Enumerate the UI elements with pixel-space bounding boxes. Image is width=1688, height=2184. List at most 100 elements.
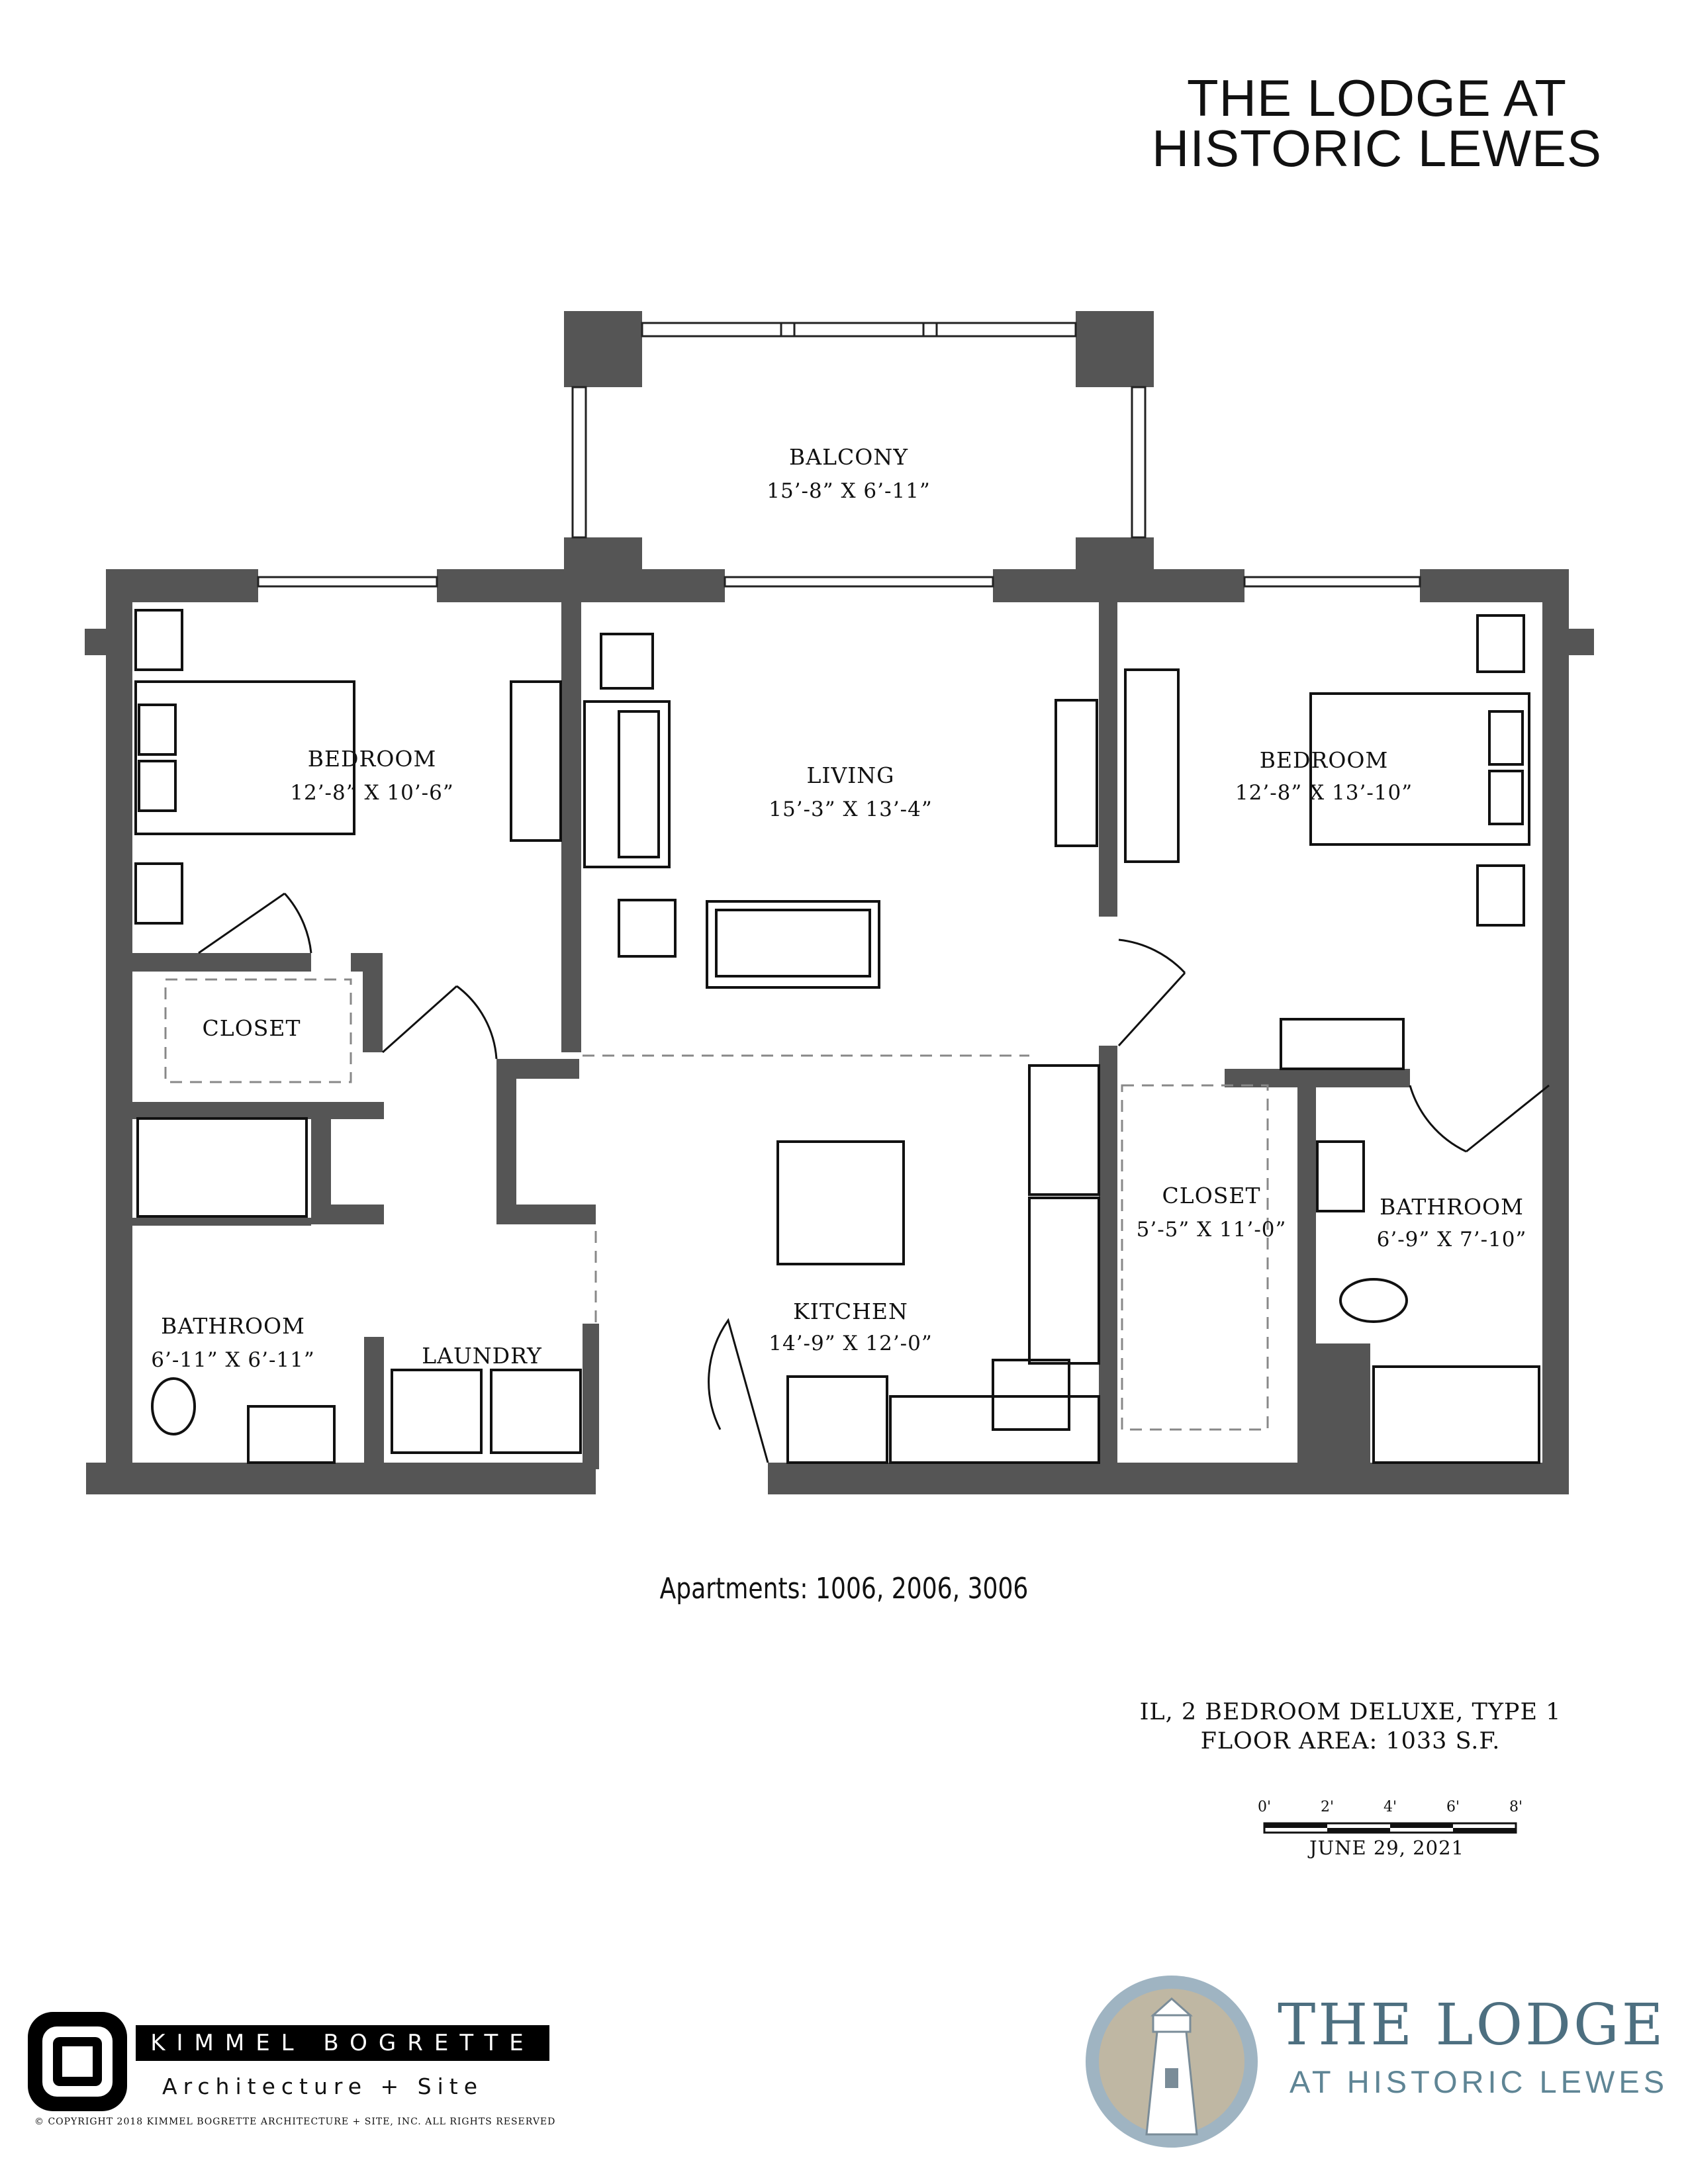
architect-tagline: Architecture + Site <box>162 2073 484 2099</box>
pillow <box>138 704 177 756</box>
room-closet-right-name: CLOSET <box>1162 1183 1261 1208</box>
nightstand <box>134 862 183 925</box>
wall-pantry-left <box>496 1059 516 1224</box>
window-bedroom-right <box>1243 576 1421 588</box>
floor-area: FLOOR AREA: 1033 S.F. <box>1200 1728 1501 1754</box>
wall-bottom-right <box>768 1463 1569 1494</box>
end-table <box>600 633 654 690</box>
scale-bar: 0' 2' 4' 6' 8' <box>1258 1799 1523 1834</box>
bed-left <box>134 680 355 835</box>
pillow <box>138 760 177 812</box>
room-labels: BALCONY 15’-8” X 6’-11” BEDROOM 12’-8” X… <box>151 444 1526 1372</box>
wall-living-right <box>1099 596 1117 917</box>
balcony-rail-top <box>641 322 1077 338</box>
counter-lower <box>1028 1197 1100 1365</box>
balcony-rail-right <box>1131 386 1147 539</box>
doors <box>198 892 1550 1463</box>
lodge-logo-line1: THE LODGE <box>1278 1992 1666 2058</box>
wall-closet-bottom <box>132 1102 384 1119</box>
door-bedroom-right <box>1117 938 1186 1047</box>
closet-left-shelf <box>164 978 352 1083</box>
room-closet-right-dims: 5’-5” X 11’-0” <box>1137 1218 1287 1242</box>
scale-seg <box>1327 1828 1390 1833</box>
sink <box>992 1359 1070 1431</box>
project-title-line1: THE LODGE AT <box>1186 69 1567 127</box>
bench <box>1280 1018 1405 1070</box>
range <box>786 1375 888 1464</box>
scale-seg <box>1390 1823 1453 1828</box>
room-bathroom-left-name: BATHROOM <box>161 1313 305 1339</box>
door-entry <box>708 1318 769 1463</box>
room-bathroom-right-dims: 6’-9” X 7’-10” <box>1377 1228 1527 1251</box>
counter-bottom <box>889 1395 1100 1464</box>
room-balcony-name: BALCONY <box>789 444 908 470</box>
toilet-right <box>1339 1278 1408 1323</box>
wall-top-mid-right <box>993 569 1244 602</box>
windows <box>257 322 1421 588</box>
wall-closet-top <box>132 953 311 972</box>
washer <box>391 1369 483 1454</box>
dresser-left <box>510 680 562 842</box>
dresser-right <box>1124 668 1180 863</box>
closet-right-shelf <box>1121 1084 1269 1431</box>
architect-logo-mark <box>28 2012 127 2111</box>
lodge-logo-line2: AT HISTORIC LEWES <box>1289 2064 1669 2099</box>
toilet-left <box>151 1377 196 1435</box>
scale-label-0: 0' <box>1258 1799 1271 1815</box>
wall-laundry-left <box>364 1337 384 1469</box>
lighthouse-logo-icon <box>1086 1976 1258 2148</box>
counter-upper <box>1028 1064 1100 1196</box>
scale-seg <box>1453 1828 1516 1833</box>
wall-laundry-right <box>583 1324 599 1469</box>
room-bedroom-right-dims: 12’-8” X 13’-10” <box>1235 781 1413 805</box>
media-console <box>1055 699 1098 847</box>
wall-bottom-left <box>86 1463 596 1494</box>
room-kitchen-dims: 14’-9” X 12’-0” <box>769 1332 932 1355</box>
unit-type: IL, 2 BEDROOM DELUXE, TYPE 1 <box>1139 1699 1562 1725</box>
drawing-date: JUNE 29, 2021 <box>1309 1837 1464 1859</box>
wall-bath-right-chase <box>1297 1343 1370 1469</box>
sofa <box>583 700 671 868</box>
room-balcony-dims: 15’-8” X 6’-11” <box>767 479 930 503</box>
room-kitchen-name: KITCHEN <box>793 1298 908 1324</box>
room-bedroom-left-dims: 12’-8” X 10’-6” <box>290 781 453 805</box>
bed-right <box>1309 692 1530 846</box>
door-bedroom-left <box>382 985 498 1060</box>
room-bathroom-left-dims: 6’-11” X 6’-11” <box>151 1348 314 1372</box>
nightstand <box>1476 864 1525 927</box>
room-bedroom-right-name: BEDROOM <box>1260 747 1389 773</box>
unit-type-block: IL, 2 BEDROOM DELUXE, TYPE 1 FLOOR AREA:… <box>1053 1698 1648 1756</box>
wall-closet-right <box>363 953 383 1052</box>
wall-right <box>1542 569 1569 1489</box>
wall-left <box>106 569 132 1489</box>
balcony-post-1 <box>780 322 796 338</box>
dining-table <box>776 1140 905 1265</box>
walls <box>85 311 1594 1494</box>
architect-name: KIMMEL BOGRETTE <box>136 2025 549 2061</box>
project-title-line2: HISTORIC LEWES <box>1151 119 1602 177</box>
door-bath-right <box>1409 1084 1550 1153</box>
scale-seg <box>1264 1823 1327 1828</box>
room-bathroom-right-name: BATHROOM <box>1380 1194 1524 1220</box>
floor-plan: BALCONY 15’-8” X 6’-11” BEDROOM 12’-8” X… <box>85 311 1594 1494</box>
wall-bath-right-top <box>1225 1069 1410 1087</box>
door-closet-left <box>198 892 312 954</box>
wall-right-jog <box>1568 629 1594 655</box>
balcony-column-left <box>564 311 642 387</box>
window-living <box>724 576 994 588</box>
scale-label-4: 4' <box>1383 1799 1397 1815</box>
wall-pantry-bottom <box>496 1205 596 1224</box>
balcony-rail-left <box>571 386 587 539</box>
room-laundry-name: LAUNDRY <box>422 1343 542 1369</box>
vanity-left <box>247 1405 336 1464</box>
wall-left-jog <box>85 629 107 655</box>
dashed-lines <box>164 978 1269 1431</box>
room-bedroom-left-name: BEDROOM <box>308 746 437 772</box>
copyright-notice: © COPYRIGHT 2018 KIMMEL BOGRETTE ARCHITE… <box>34 2116 556 2127</box>
window-bedroom-left <box>257 576 438 588</box>
room-living-name: LIVING <box>806 762 894 788</box>
scale-label-6: 6' <box>1446 1799 1460 1815</box>
furniture <box>134 609 1540 1464</box>
pillow <box>1488 710 1524 766</box>
project-title: THE LODGE AT HISTORIC LEWES <box>1151 69 1602 177</box>
